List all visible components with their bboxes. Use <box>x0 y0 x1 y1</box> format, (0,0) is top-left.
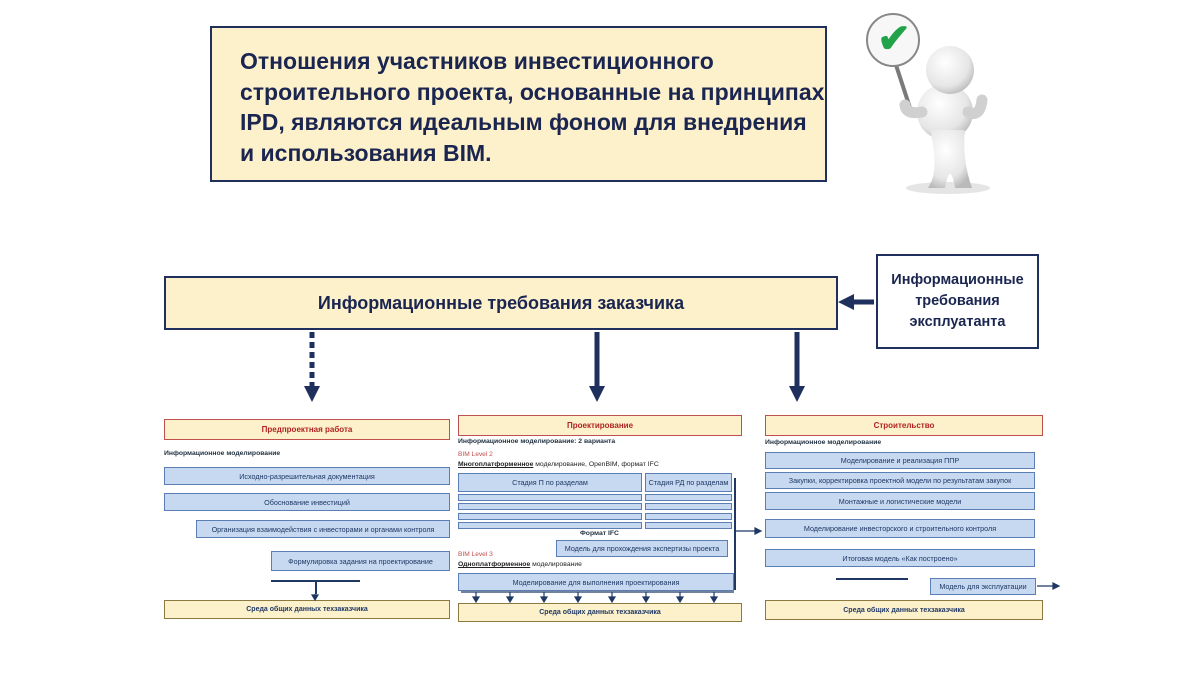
section-row <box>458 513 642 520</box>
connector-line <box>315 580 317 594</box>
stage2-label: Информационное моделирование: 2 варианта <box>458 438 616 445</box>
stage-p-column: Стадия П по разделам <box>458 473 642 492</box>
check-mark-icon: ✔ <box>877 17 911 61</box>
stage1-cde: Среда общих данных техзаказчика <box>164 600 450 619</box>
client-requirements-box: Информационные требования заказчика <box>164 276 838 330</box>
stage1-header: Предпроектная работа <box>164 419 450 440</box>
stage1-item: Обоснование инвестиций <box>164 493 450 511</box>
section-row <box>458 503 642 510</box>
stage3-item: Моделирование инвесторского и строительн… <box>765 519 1035 538</box>
operator-requirements-box: Информационные требования эксплуатанта <box>876 254 1039 349</box>
operations-model: Модель для эксплуатации <box>930 578 1036 595</box>
stage3-item: Закупки, корректировка проектной модели … <box>765 472 1035 489</box>
stage1-item: Исходно-разрешительная документация <box>164 467 450 485</box>
stage2-header: Проектирование <box>458 415 742 436</box>
stage2-cde: Среда общих данных техзаказчика <box>458 603 742 622</box>
stage1-item: Организация взаимодействия с инвесторами… <box>196 520 450 538</box>
section-row <box>645 503 732 510</box>
bim-level-3-label: BIM Level 3 <box>458 551 493 558</box>
stage3-item: Итоговая модель «Как построено» <box>765 549 1035 567</box>
section-row <box>458 522 642 529</box>
design-model: Моделирование для выполнения проектирова… <box>458 573 734 591</box>
section-row <box>645 513 732 520</box>
stage3-item: Монтажные и логистические модели <box>765 492 1035 510</box>
ifc-format-label: Формат IFC <box>580 530 619 537</box>
expertise-model: Модель для прохождения экспертизы проект… <box>556 540 728 557</box>
stage3-cde: Среда общих данных техзаказчика <box>765 600 1043 620</box>
section-row <box>458 494 642 501</box>
bim-level-2-label: BIM Level 2 <box>458 451 493 458</box>
stage1-label: Информационное моделирование <box>164 450 281 457</box>
section-row <box>645 494 732 501</box>
section-row <box>645 522 732 529</box>
stage-rd-column: Стадия РД по разделам <box>645 473 732 492</box>
bim-level-2-desc: Многоплатформенное моделирование, OpenBI… <box>458 461 659 468</box>
stage1-item: Формулировка задания на проектирование <box>271 551 450 571</box>
connector-line <box>734 478 736 590</box>
connector-line <box>836 578 908 580</box>
slide-title: Отношения участников инвестиционного стр… <box>210 26 827 182</box>
stage3-label: Информационное моделирование <box>765 439 882 446</box>
stage3-item: Моделирование и реализация ППР <box>765 452 1035 469</box>
bim-level-3-desc: Одноплатформенное моделирование <box>458 561 582 568</box>
stage3-header: Строительство <box>765 415 1043 436</box>
